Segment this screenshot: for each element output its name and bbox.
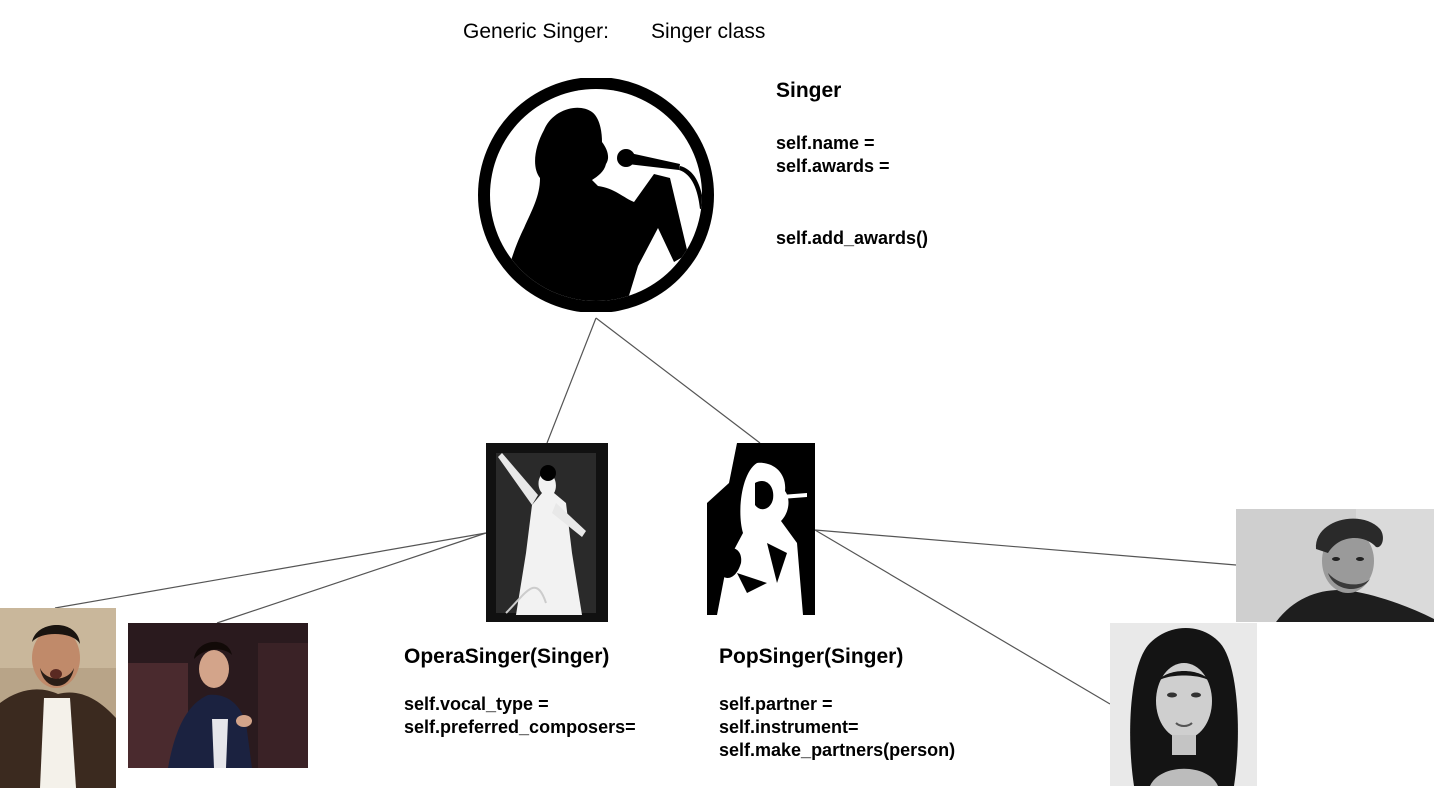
singer-attr-name: self.name = [776,133,875,153]
pop-singer-photo [707,443,815,615]
pop-instance-photo-male [1236,509,1434,622]
pop-attr-partner: self.partner = [719,694,833,714]
generic-singer-label: Generic Singer: [463,20,609,43]
opera-instance-photo-female [128,623,308,768]
opera-instance-photo-male [0,608,116,788]
connector-singer-opera [546,317,597,444]
pop-instance-photo-female [1110,623,1257,786]
opera-singer-photo [486,443,608,622]
connector-pop-georgemichael [814,529,1237,566]
opera-singer-class-title: OperaSinger(Singer) [404,645,610,668]
pop-singer-class-title: PopSinger(Singer) [719,645,904,668]
connector-pop-cher [814,529,1111,705]
opera-attr-preferred-composers: self.preferred_composers= [404,717,636,737]
singer-class-label: Singer class [651,20,766,43]
singer-attr-awards: self.awards = [776,156,890,176]
singer-silhouette-icon [474,78,718,312]
connector-opera-pavarotti [54,532,487,609]
connector-singer-pop [595,317,761,444]
pop-attr-instrument: self.instrument= [719,717,859,737]
pop-method-make-partners: self.make_partners(person) [719,740,956,760]
singer-method-add-awards: self.add_awards() [776,228,929,248]
singer-class-title: Singer [776,79,842,102]
opera-attr-vocal-type: self.vocal_type = [404,694,549,714]
connector-opera-callas [216,532,487,624]
